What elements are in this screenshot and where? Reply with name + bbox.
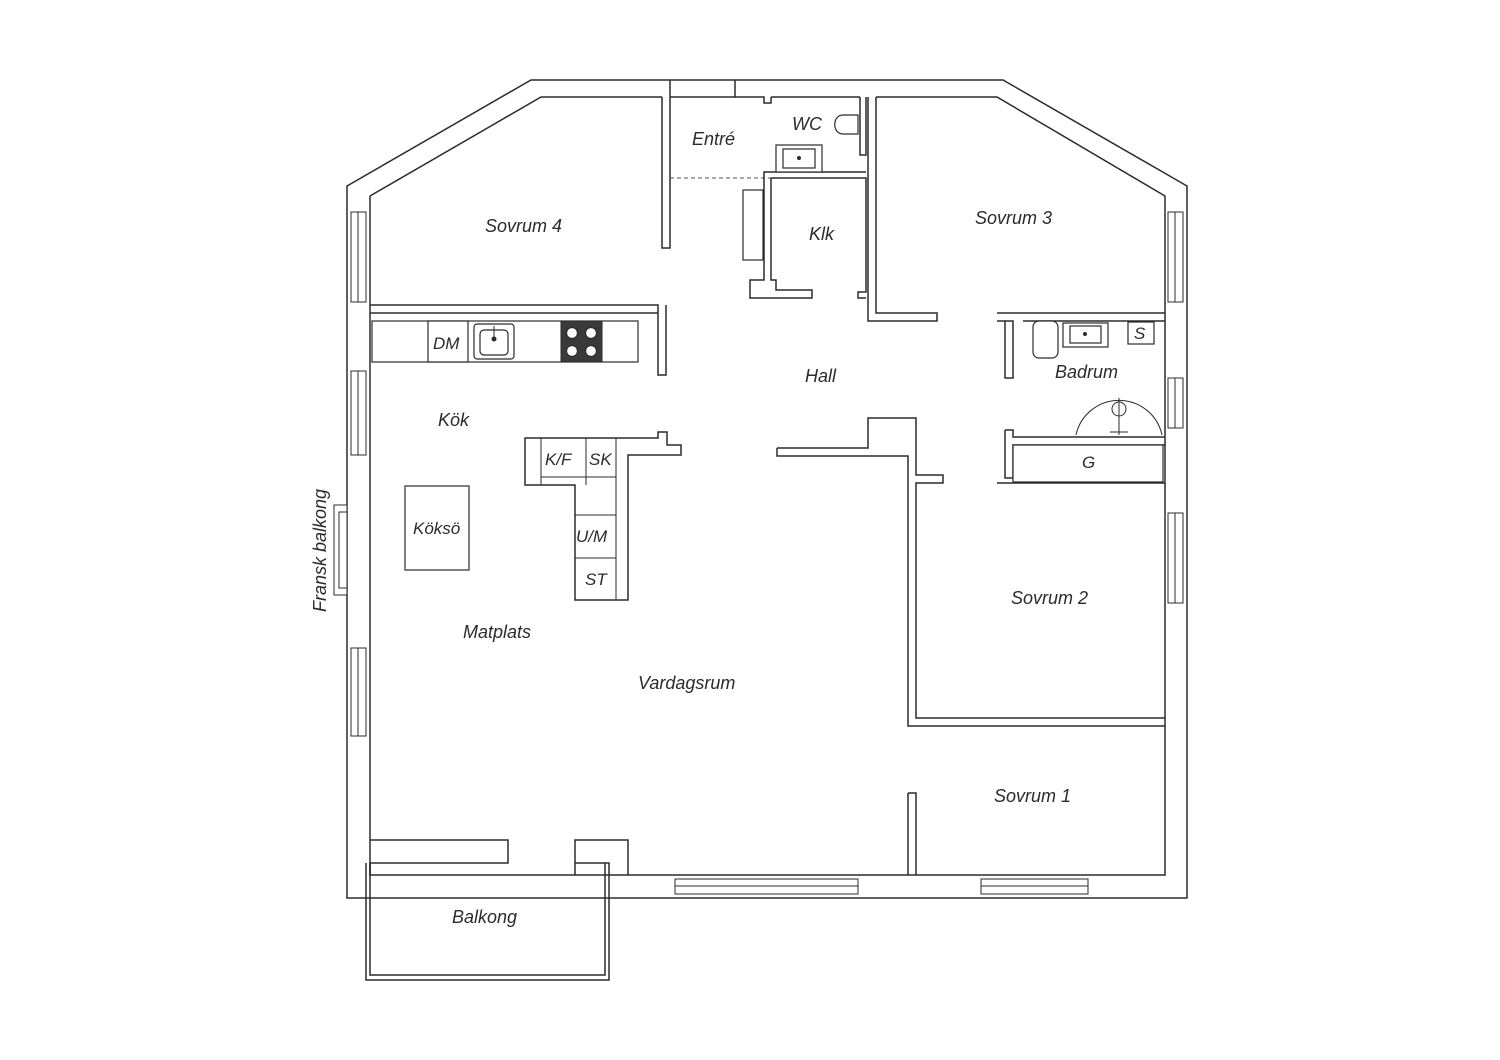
label-kok: Kök — [438, 410, 470, 430]
label-s: S — [1134, 324, 1146, 343]
label-sovrum2: Sovrum 2 — [1011, 588, 1088, 608]
label-g: G — [1082, 453, 1095, 472]
label-koksoe: Köksö — [413, 519, 460, 538]
window-right-3 — [1167, 512, 1184, 604]
wall-hall-sovrum2 — [776, 417, 1165, 727]
window-bottom-2 — [980, 878, 1089, 895]
wall-sovrum3 — [867, 97, 938, 322]
wall-kitchen-top — [370, 304, 667, 376]
wall-klk — [749, 171, 867, 299]
label-sovrum4: Sovrum 4 — [485, 216, 562, 236]
label-hall: Hall — [805, 366, 837, 386]
label-st: ST — [585, 570, 608, 589]
window-left-2 — [350, 370, 367, 456]
window-right-2 — [1167, 377, 1184, 429]
label-fransk-balkong: Fransk balkong — [310, 489, 330, 612]
label-sovrum1: Sovrum 1 — [994, 786, 1071, 806]
outer-wall-inner — [369, 96, 1166, 876]
label-dm: DM — [433, 334, 460, 353]
toilet-icon — [834, 114, 859, 135]
outer-wall-outer — [346, 79, 1188, 899]
kitchen-island — [404, 485, 470, 571]
bathroom-walls — [997, 312, 1165, 379]
label-wc: WC — [792, 114, 823, 134]
label-um: U/M — [576, 527, 608, 546]
label-badrum: Badrum — [1055, 362, 1118, 382]
label-sovrum3: Sovrum 3 — [975, 208, 1052, 228]
stove-icon — [560, 320, 603, 363]
label-entre: Entré — [692, 129, 735, 149]
wall-sovrum4-right — [661, 97, 671, 249]
label-matplats: Matplats — [463, 622, 531, 642]
label-balkong: Balkong — [452, 907, 517, 927]
window-left-1 — [350, 211, 367, 303]
entrance-notch — [669, 80, 772, 104]
label-kf: K/F — [545, 450, 573, 469]
bathroom-bottom-wall — [1004, 429, 1165, 483]
balcony — [365, 839, 629, 981]
wall-sovrum1 — [907, 792, 917, 875]
french-balcony — [333, 504, 348, 596]
window-right-1 — [1167, 211, 1184, 303]
kitchen-peninsula — [524, 431, 682, 601]
klk-shelf — [742, 189, 764, 261]
window-left-3 — [350, 647, 367, 737]
label-klk: Klk — [809, 224, 835, 244]
window-bottom-1 — [674, 878, 859, 895]
shower-icon — [1075, 398, 1163, 436]
label-vardagsrum: Vardagsrum — [638, 673, 735, 693]
wc-room — [775, 97, 867, 173]
label-sk: SK — [589, 450, 612, 469]
